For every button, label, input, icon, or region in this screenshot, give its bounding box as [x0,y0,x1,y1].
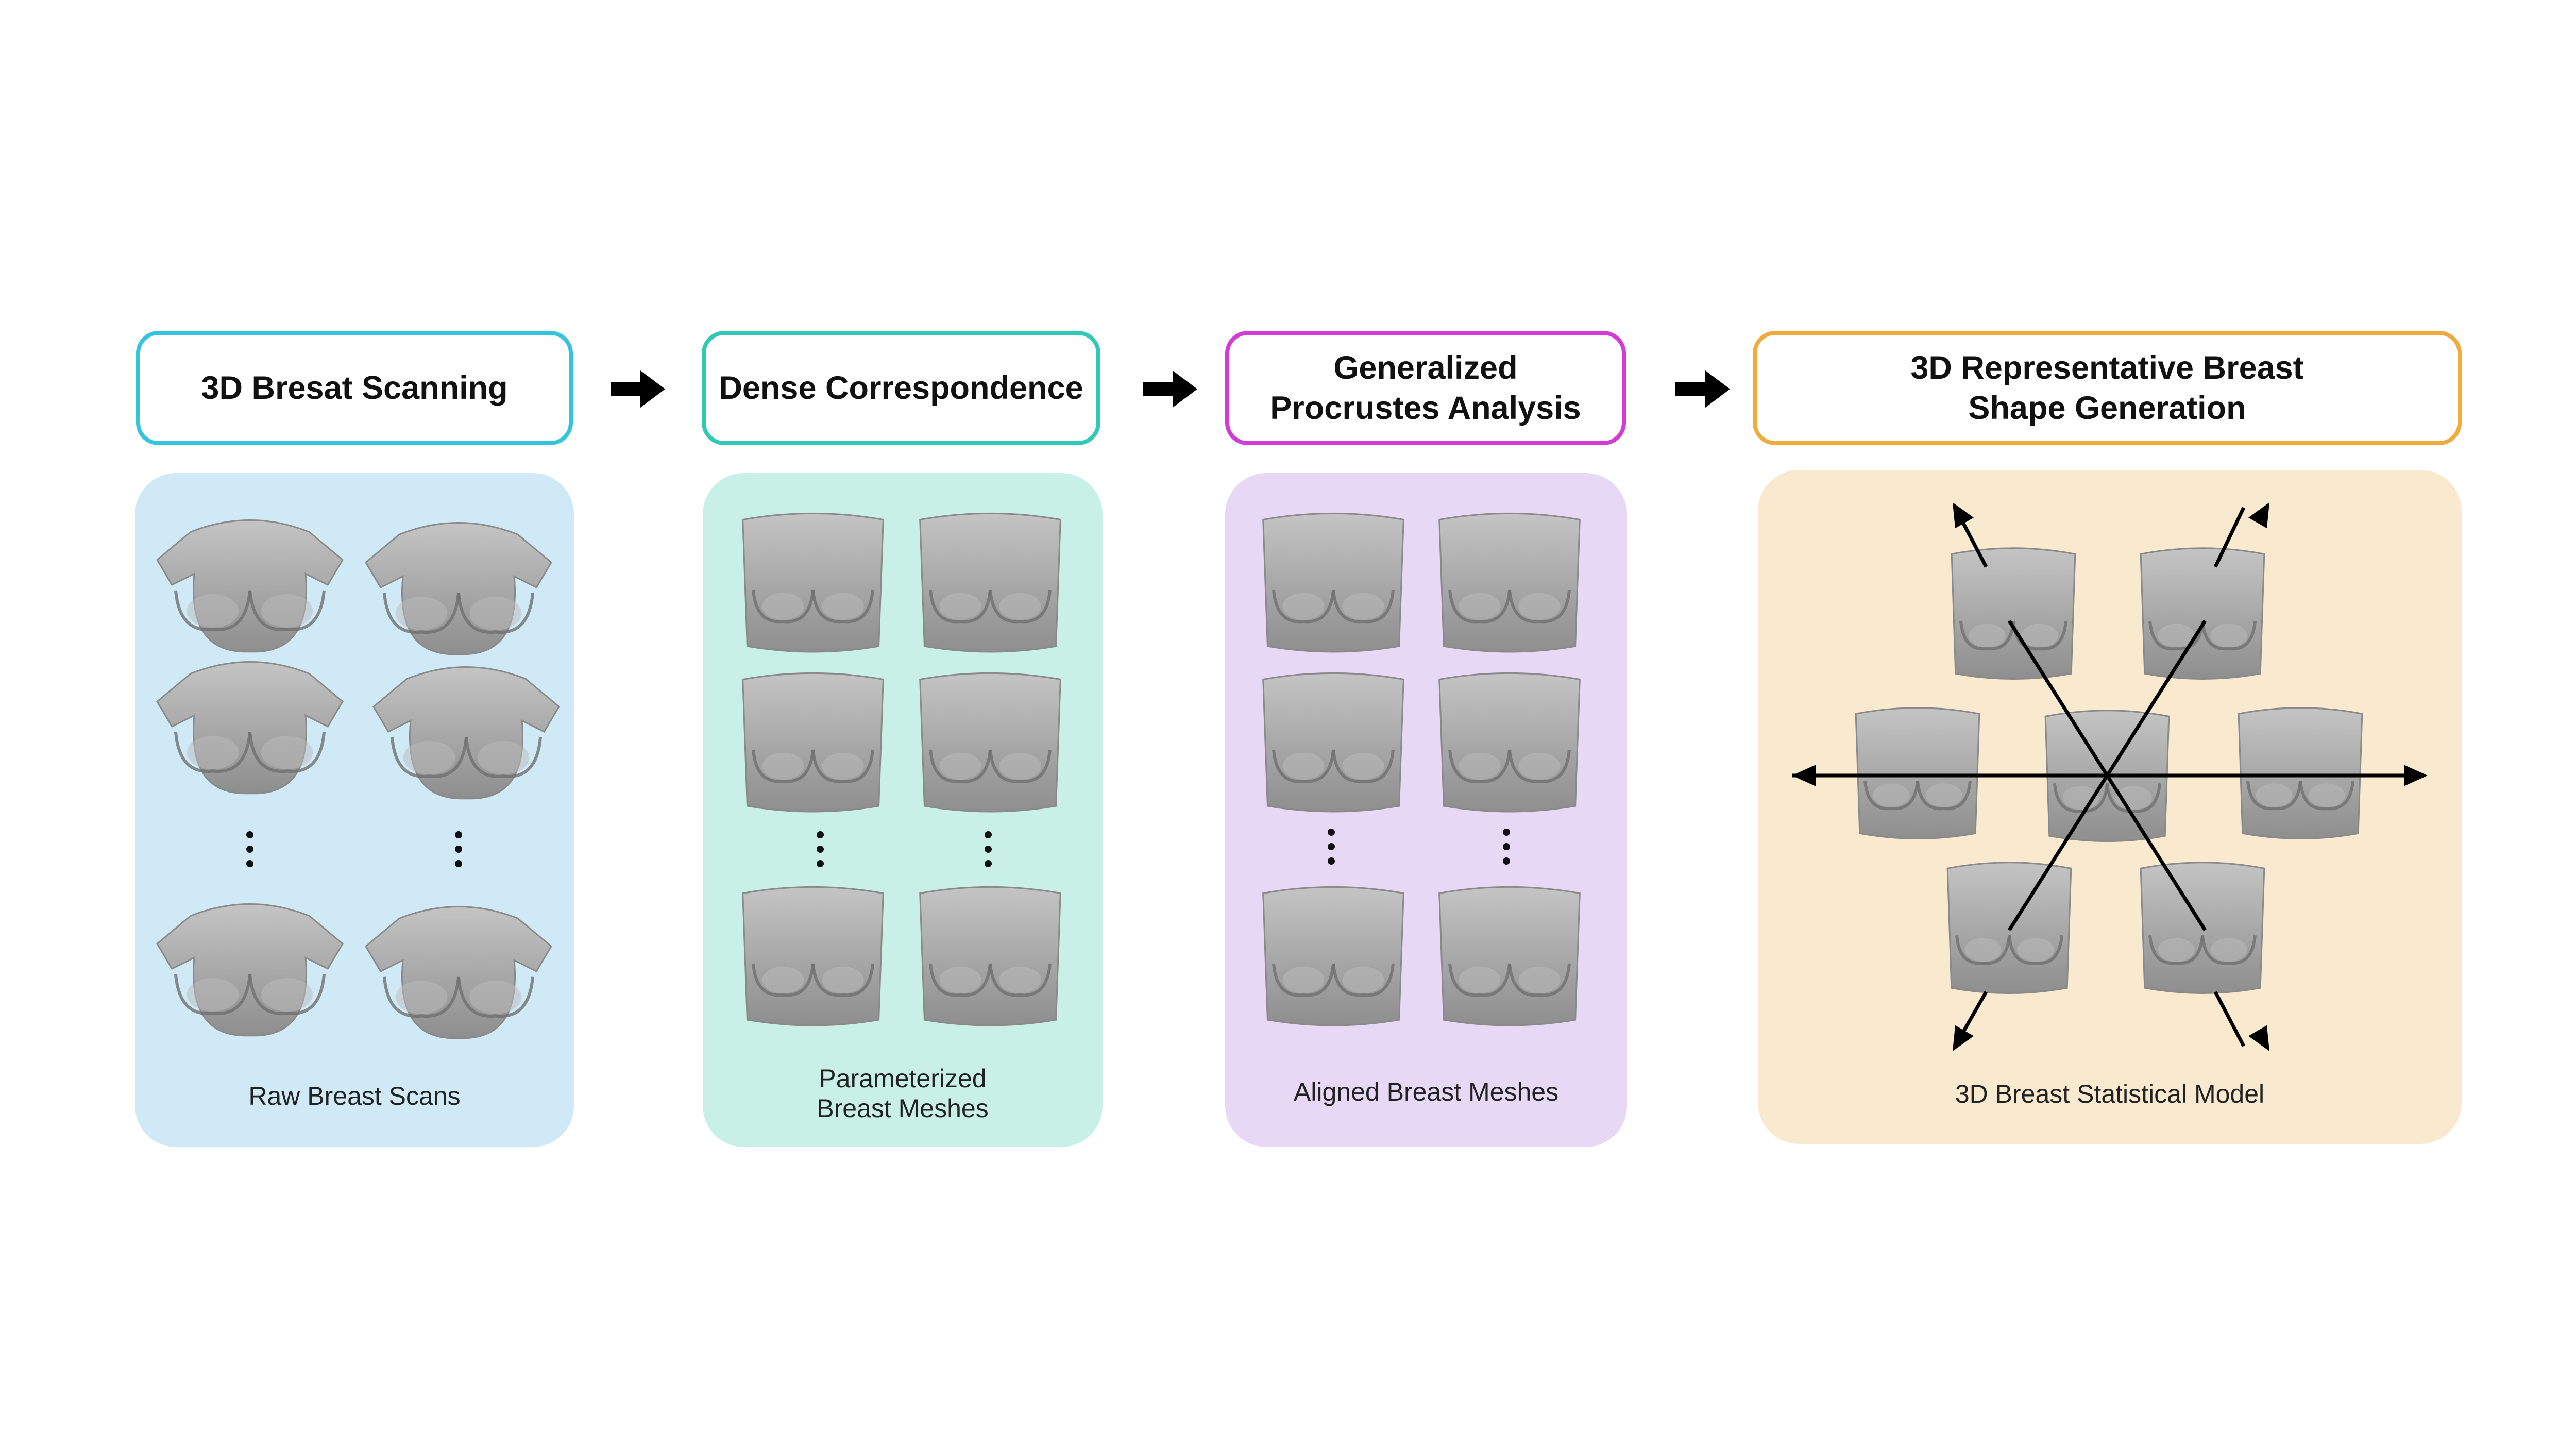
stage-3-title: Generalized Procrustes Analysis [1225,331,1626,445]
breast-mesh-icon [156,519,344,653]
breast-mesh-icon [2238,707,2363,839]
ellipsis-dots-icon [455,831,462,867]
stage-1-title-text: 3D Bresat Scanning [201,370,508,406]
ellipsis-dots-icon [1503,829,1510,865]
flow-arrow-icon [1675,370,1730,408]
breast-mesh-icon [919,512,1061,653]
breast-mesh-icon [156,903,344,1037]
ellipsis-dots-icon [817,831,824,867]
breast-mesh-icon [1951,547,2076,680]
arrow-head-icon [2248,502,2269,529]
breast-mesh-icon [1438,886,1581,1026]
stage-1-caption: Raw Breast Scans [248,1082,461,1110]
breast-mesh-icon [372,666,560,800]
flow-arrow-icon [611,370,665,408]
stage-4-caption: 3D Breast Statistical Model [1955,1080,2265,1108]
breast-mesh-icon [1262,512,1404,653]
breast-mesh-icon [742,672,884,813]
ellipsis-dots-icon [985,831,992,867]
stage-3-title-text: Generalized Procrustes Analysis [1270,350,1581,426]
breast-mesh-icon [365,905,552,1039]
breast-mesh-icon [919,886,1061,1026]
stage-4-title-text: 3D Representative Breast Shape Generatio… [1910,350,2304,426]
breast-mesh-icon [1438,512,1581,653]
breast-mesh-icon [1855,707,1980,839]
stage-2-title: Dense Correspondence [702,331,1100,445]
breast-mesh-icon [365,521,552,655]
stage-4-title: 3D Representative Breast Shape Generatio… [1753,331,2462,445]
breast-mesh-icon [156,661,344,795]
breast-mesh-icon [1262,672,1404,813]
stage-1-title: 3D Bresat Scanning [136,331,573,445]
ellipsis-dots-icon [1328,829,1335,865]
breast-mesh-icon [742,886,884,1026]
stage-3-caption: Aligned Breast Meshes [1293,1077,1559,1106]
stage-2-caption: Parameterized Breast Meshes [817,1064,989,1123]
arrow-head-icon [2248,1025,2269,1051]
breast-mesh-icon [2140,547,2265,680]
breast-mesh-icon [1262,886,1404,1026]
breast-mesh-icon [742,512,884,653]
ellipsis-dots-icon [246,831,253,867]
flow-arrow-icon [1143,370,1197,408]
stage-2-title-text: Dense Correspondence [719,370,1083,406]
breast-mesh-icon [1438,672,1581,813]
breast-mesh-icon [919,672,1061,813]
